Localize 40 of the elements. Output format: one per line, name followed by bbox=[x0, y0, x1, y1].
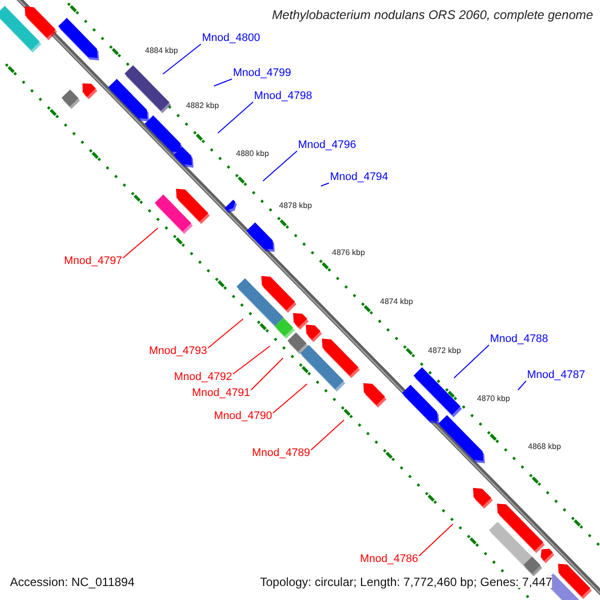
footer-text: Topology: circular; Length: 7,772,460 bp; Genes: 7,447 bbox=[260, 576, 552, 588]
gene-label: Mnod_4791 bbox=[192, 388, 250, 399]
leader-line bbox=[232, 346, 270, 374]
gene-label: Mnod_4790 bbox=[214, 411, 272, 422]
leader-line bbox=[418, 524, 454, 556]
gene-label: Mnod_4788 bbox=[490, 334, 548, 345]
scale-label: 4876 kbp bbox=[332, 249, 365, 257]
leader-line bbox=[272, 384, 308, 414]
gene-label: Mnod_4796 bbox=[298, 140, 356, 151]
scale-label: 4882 kbp bbox=[186, 102, 219, 110]
gene-label: Mnod_4794 bbox=[330, 172, 388, 183]
leader-line bbox=[214, 78, 232, 86]
gene-label: Mnod_4787 bbox=[527, 370, 586, 381]
leader-line bbox=[250, 358, 284, 390]
gene-label: Mnod_4799 bbox=[233, 68, 292, 79]
gene-label: Mnod_4800 bbox=[202, 33, 260, 44]
map-title: Methylobacterium nodulans ORS 2060, complete genome bbox=[272, 9, 594, 22]
leader-line bbox=[208, 318, 244, 348]
gene-label: Mnod_4797 bbox=[64, 256, 122, 267]
leader-line bbox=[310, 420, 344, 450]
gene-label: Mnod_4793 bbox=[149, 346, 208, 357]
gene-label: Mnod_4792 bbox=[174, 372, 232, 383]
scale-label: 4872 kbp bbox=[428, 347, 461, 355]
scale-label: 4870 kbp bbox=[477, 395, 510, 403]
footer-text: Accession: NC_011894 bbox=[10, 576, 135, 588]
leader-line bbox=[162, 44, 202, 74]
scale-label: 4868 kbp bbox=[528, 443, 561, 451]
scale-label: 4878 kbp bbox=[279, 202, 312, 210]
scale-label: 4884 kbp bbox=[145, 47, 178, 55]
scale-label: 4874 kbp bbox=[380, 298, 413, 306]
gene-label: Mnod_4798 bbox=[254, 91, 312, 102]
leader-line bbox=[122, 228, 158, 258]
scale-label: 4880 kbp bbox=[236, 150, 269, 158]
gene-label: Mnod_4789 bbox=[252, 448, 310, 459]
gene-label: Mnod_4786 bbox=[360, 554, 418, 565]
leader-line bbox=[262, 150, 298, 182]
leader-line bbox=[518, 380, 526, 390]
leader-line bbox=[320, 182, 330, 186]
leader-line bbox=[454, 344, 490, 378]
leader-line bbox=[218, 102, 254, 134]
